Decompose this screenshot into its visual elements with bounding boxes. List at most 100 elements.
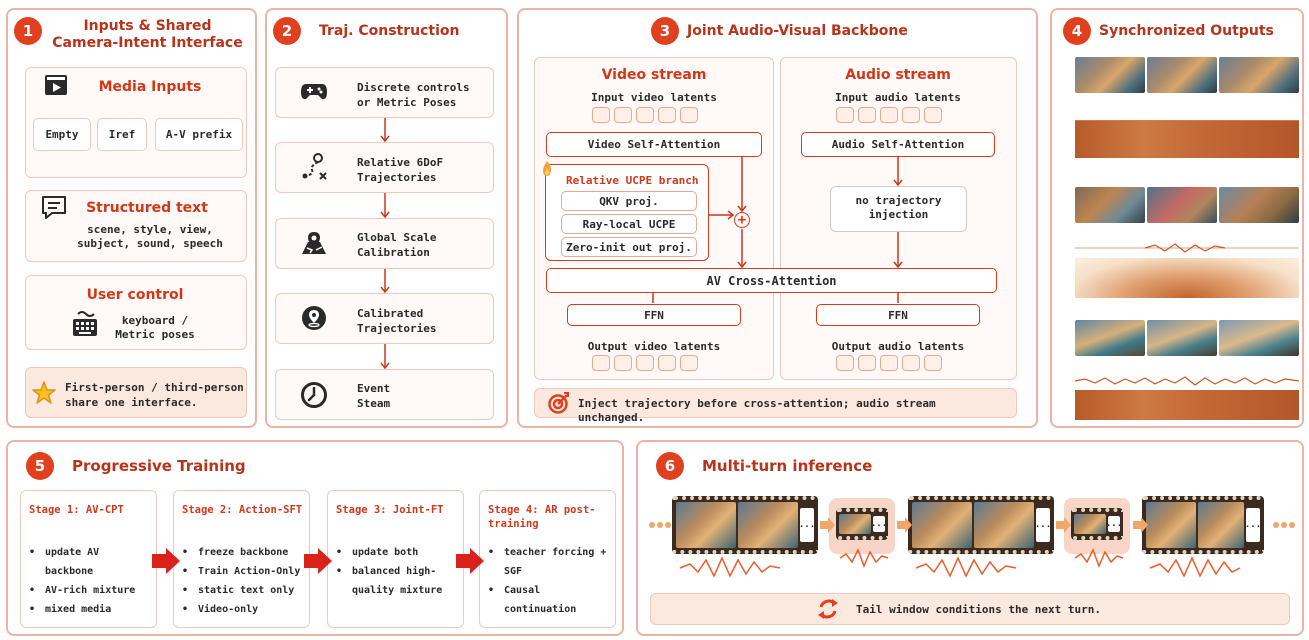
stage-3-card: Stage 3: Joint-FT update both balanced h… <box>327 490 464 628</box>
audio-self-attention: Audio Self-Attention <box>801 132 995 157</box>
backbone-flow-arrows <box>652 157 903 303</box>
structured-text-body: scene, style, view, subject, sound, spee… <box>77 223 223 250</box>
video-ffn: FFN <box>567 304 741 326</box>
stage-1-card: Stage 1: AV-CPT update AV backbone AV-ri… <box>20 490 157 628</box>
audio-stream-title: Audio stream <box>845 67 951 83</box>
film-strip-small-2: ... <box>1071 508 1123 540</box>
stage-1-title: Stage 1: AV-CPT <box>29 504 124 516</box>
interface-note-text: First-person / third-person share one in… <box>65 381 244 409</box>
traj-step-5-label: Event Steam <box>357 382 391 410</box>
tail-window-note-text: Tail window conditions the next turn. <box>856 603 1102 616</box>
film-small-2-ellipsis: ... <box>1106 516 1122 532</box>
traj-step-1-label: Discrete controls or Metric Poses <box>357 81 470 109</box>
gamepad-icon <box>301 84 327 100</box>
audio-output-label: Output audio latents <box>831 340 965 353</box>
output-spectrogram-3 <box>1075 390 1299 420</box>
target-icon <box>548 392 569 414</box>
panel-5-title: Progressive Training <box>72 457 246 475</box>
panel-4-title: Synchronized Outputs <box>1099 23 1274 39</box>
stage-1-item: AV-rich mixture <box>29 581 156 600</box>
ucpe-qkv-proj: QKV proj. <box>561 191 697 211</box>
stage-3-title: Stage 3: Joint-FT <box>336 504 444 516</box>
clock-icon <box>301 382 327 408</box>
panel-2-title: Traj. Construction <box>319 23 460 39</box>
inference-connectors <box>649 517 1295 578</box>
stage-2-item: freeze backbone <box>182 543 309 562</box>
stage-2-item: Video-only <box>182 600 309 619</box>
film-strip-small-1: ... <box>836 508 888 540</box>
panel-5-number: 5 <box>26 452 54 480</box>
video-output-latents <box>590 355 700 375</box>
stage-3-item: balanced high- quality mixture <box>336 562 463 600</box>
cycle-arrows-icon <box>818 599 838 619</box>
output-waveform-2 <box>1075 243 1299 253</box>
stage-arrows <box>152 548 484 574</box>
map-icon <box>302 232 326 254</box>
panel-1-number: 1 <box>14 17 42 45</box>
film-1-ellipsis: ... <box>799 508 815 542</box>
audio-ffn: FFN <box>816 304 980 326</box>
panel-4-number: 4 <box>1063 17 1091 45</box>
traj-step-3-label: Global Scale Calibration <box>357 231 437 259</box>
ucpe-branch-title: Relative UCPE branch <box>566 174 699 187</box>
video-output-label: Output video latents <box>587 340 721 353</box>
audio-input-label: Input audio latents <box>835 91 961 104</box>
inject-note-text: Inject trajectory before cross-attention… <box>578 397 936 424</box>
stage-2-card: Stage 2: Action-SFT freeze backbone Trai… <box>173 490 310 628</box>
inject-note-box <box>534 388 1017 418</box>
output-frame-3b <box>1147 320 1217 356</box>
interface-note-box <box>25 367 247 418</box>
panel-3-title: Joint Audio-Visual Backbone <box>687 23 908 39</box>
stage-4-card: Stage 4: AR post- training teacher forci… <box>479 490 616 628</box>
user-control-title: User control <box>86 287 184 303</box>
chip-iref: Iref <box>97 118 147 151</box>
output-frame-1c <box>1219 57 1299 93</box>
stage-2-item: static text only <box>182 581 309 600</box>
stage-4-title: Stage 4: AR post- training <box>488 504 596 530</box>
media-inputs-title: Media Inputs <box>98 79 202 95</box>
audio-input-latents <box>834 107 944 127</box>
film-3-ellipsis: ... <box>1245 508 1261 542</box>
media-player-icon <box>45 75 67 95</box>
user-control-body: keyboard / Metric poses <box>115 314 195 341</box>
user-control-box <box>25 275 247 350</box>
location-pin-icon <box>302 306 326 330</box>
stage-1-item: mixed media <box>29 600 156 619</box>
plus-node: + <box>734 212 750 228</box>
av-cross-attention: AV Cross-Attention <box>546 268 997 293</box>
stage-2-item: Train Action-Only <box>182 562 309 581</box>
output-frame-2b <box>1147 187 1217 223</box>
output-frame-2c <box>1219 187 1299 223</box>
panel-6-number: 6 <box>656 452 684 480</box>
output-spectrogram-2 <box>1075 258 1299 298</box>
video-input-latents <box>590 107 700 127</box>
traj-step-2-label: Relative 6DoF Trajectories <box>357 156 444 184</box>
chip-empty: Empty <box>33 118 91 151</box>
stage-2-title: Stage 2: Action-SFT <box>182 504 303 516</box>
film-2-ellipsis: ... <box>1035 508 1051 542</box>
film-strip-2: ... <box>908 496 1054 554</box>
panel-2-number: 2 <box>273 17 301 45</box>
flame-icon <box>543 161 552 176</box>
panel-3-number: 3 <box>651 17 679 45</box>
traj-step-2 <box>275 142 494 193</box>
route-icon <box>302 153 327 180</box>
ucpe-zero-init-proj: Zero-init out proj. <box>561 237 697 257</box>
output-frame-3c <box>1219 320 1299 356</box>
output-frame-1b <box>1147 57 1217 93</box>
stage-4-item: Causal continuation <box>488 581 615 619</box>
audio-output-latents <box>834 355 944 375</box>
film-small-1-ellipsis: ... <box>871 516 887 532</box>
output-frame-3a <box>1075 320 1145 356</box>
output-frame-2a <box>1075 187 1145 223</box>
film-strip-3: ... <box>1142 496 1264 554</box>
traj-flow-arrows <box>380 118 390 370</box>
stage-4-item: teacher forcing + SGF <box>488 543 615 581</box>
stage-1-item: update AV backbone <box>29 543 156 581</box>
keyboard-icon <box>73 311 97 336</box>
ucpe-ray-local: Ray-local UCPE <box>561 214 697 234</box>
output-frame-1a <box>1075 57 1145 93</box>
video-input-label: Input video latents <box>591 91 717 104</box>
traj-step-5 <box>275 369 494 420</box>
tail-window-note-box <box>650 593 1290 625</box>
